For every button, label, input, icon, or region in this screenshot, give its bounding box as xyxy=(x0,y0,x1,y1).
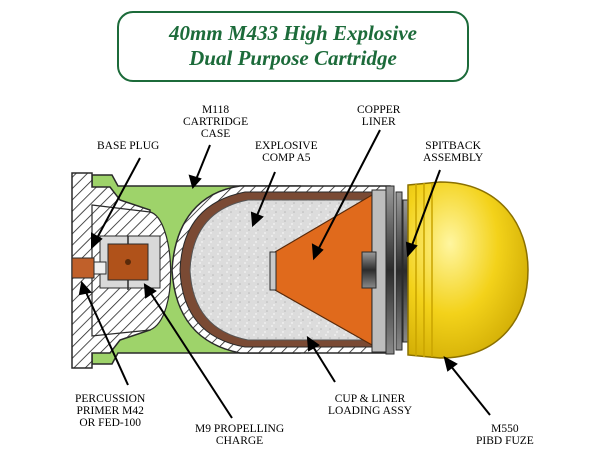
fuze-body xyxy=(407,181,529,359)
label-copper-liner: COPPER LINER xyxy=(357,104,401,128)
title-line-2: Dual Purpose Cartridge xyxy=(189,46,397,70)
title-line-1: 40mm M433 High Explosive xyxy=(169,21,417,45)
label-spitback: SPITBACK ASSEMBLY xyxy=(423,140,484,164)
label-fuze: M550 PIBD FUZE xyxy=(476,423,534,447)
leader-arrows xyxy=(78,129,491,419)
spitback-ring-2 xyxy=(395,191,403,351)
label-base-plug: BASE PLUG xyxy=(97,140,160,152)
label-m9-charge: M9 PROPELLING CHARGE xyxy=(195,423,285,447)
spitback-ring-1 xyxy=(385,185,395,355)
label-m118-case: M118 CARTRIDGE CASE xyxy=(183,104,249,140)
label-cup-liner: CUP & LINER LOADING ASSY xyxy=(328,393,413,417)
title-box: 40mm M433 High Explosive Dual Purpose Ca… xyxy=(117,11,469,82)
label-primer: PERCUSSION PRIMER M42 OR FED-100 xyxy=(75,393,146,429)
percussion-primer xyxy=(71,257,95,279)
label-explosive: EXPLOSIVE COMP A5 xyxy=(255,140,318,164)
